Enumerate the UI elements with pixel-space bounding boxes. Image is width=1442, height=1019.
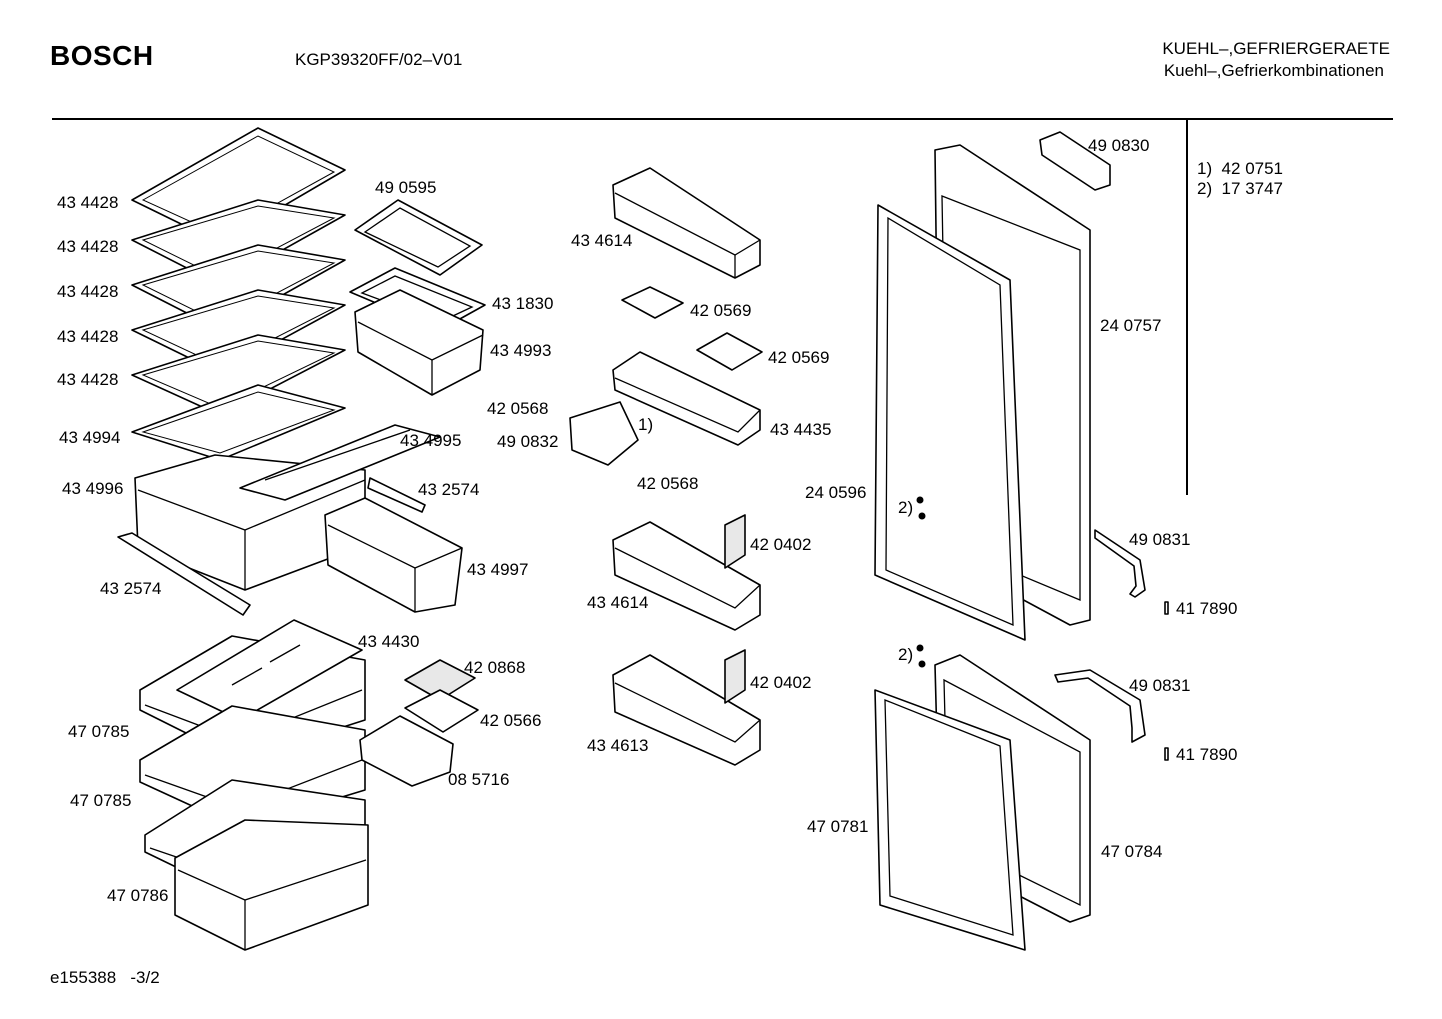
label-freezer-drawer-2: 47 0785 [70, 791, 131, 810]
label-handle-lower: 49 0831 [1129, 676, 1190, 695]
tray-drawing [349, 199, 486, 396]
label-fridge-gasket: 24 0596 [805, 483, 866, 502]
label-shelf-5: 43 4428 [57, 370, 118, 389]
label-screw-upper: 41 7890 [1176, 599, 1237, 618]
label-handle-upper: 49 0831 [1129, 530, 1190, 549]
label-rail-right: 43 2574 [418, 480, 479, 499]
label-shelf-3: 43 4428 [57, 282, 118, 301]
ice-trays-drawing [359, 659, 479, 787]
label-egg-tray-1: 42 0569 [690, 301, 751, 320]
label-door-bin-top: 43 4614 [571, 231, 632, 250]
category-title: KUEHL–,GEFRIERGERAETE [1162, 39, 1390, 58]
label-shelf-2: 43 4428 [57, 237, 118, 256]
label-hinge-note-1: 2) [898, 498, 913, 517]
label-ice-tray: 42 0566 [480, 711, 541, 730]
footnote-1: 1) 42 0751 [1197, 159, 1283, 178]
label-bin-divider-2: 42 0402 [750, 673, 811, 692]
label-tray-frame: 43 1830 [492, 294, 553, 313]
category-subtitle: Kuehl–,Gefrierkombinationen [1163, 61, 1384, 80]
label-small-tray: 49 0595 [375, 178, 436, 197]
freezer-door-drawing [874, 644, 1169, 951]
label-ice-lid: 42 0868 [464, 658, 525, 677]
crisper-drawing [117, 424, 463, 616]
freezer-drawers-drawing [139, 619, 369, 951]
label-egg-tray-2: 42 0569 [768, 348, 829, 367]
brand-logo: BOSCH [50, 40, 154, 71]
model-number: KGP39320FF/02–V01 [295, 50, 463, 69]
label-crisper-box: 43 4997 [467, 560, 528, 579]
label-flap-pin-b: 42 0568 [637, 474, 698, 493]
label-fridge-door: 24 0757 [1100, 316, 1161, 335]
label-freezer-gasket: 47 0781 [807, 817, 868, 836]
fridge-door-drawing [874, 131, 1169, 641]
label-shelf-4: 43 4428 [57, 327, 118, 346]
label-screw-lower: 41 7890 [1176, 745, 1237, 764]
label-freezer-tray: 43 4430 [358, 632, 419, 651]
label-pin-note: 1) [638, 415, 653, 434]
label-hinge-note-2: 2) [898, 645, 913, 664]
footnote-2: 2) 17 3747 [1197, 179, 1283, 198]
label-cover-plate: 43 4995 [400, 431, 461, 450]
label-freezer-drawer-1: 47 0785 [68, 722, 129, 741]
label-butter-flap: 49 0832 [497, 432, 558, 451]
label-tray-box: 43 4993 [490, 341, 551, 360]
label-bin-divider-1: 42 0402 [750, 535, 811, 554]
label-handle-cap: 49 0830 [1088, 136, 1149, 155]
label-freezer-drawer-3: 47 0786 [107, 886, 168, 905]
label-shelf-1: 43 4428 [57, 193, 118, 212]
label-shelf-bottom: 43 4994 [59, 428, 120, 447]
label-door-bin-mid: 43 4614 [587, 593, 648, 612]
label-crisper-cover: 43 4996 [62, 479, 123, 498]
label-ice-block: 08 5716 [448, 770, 509, 789]
label-butter-shelf: 43 4435 [770, 420, 831, 439]
label-flap-pin-a: 42 0568 [487, 399, 548, 418]
label-rail-left: 43 2574 [100, 579, 161, 598]
glass-shelves-drawing [131, 127, 346, 461]
label-freezer-door: 47 0784 [1101, 842, 1162, 861]
door-bins-drawing [569, 167, 763, 766]
label-door-bin-low: 43 4613 [587, 736, 648, 755]
page-reference: e155388 -3/2 [50, 968, 160, 987]
